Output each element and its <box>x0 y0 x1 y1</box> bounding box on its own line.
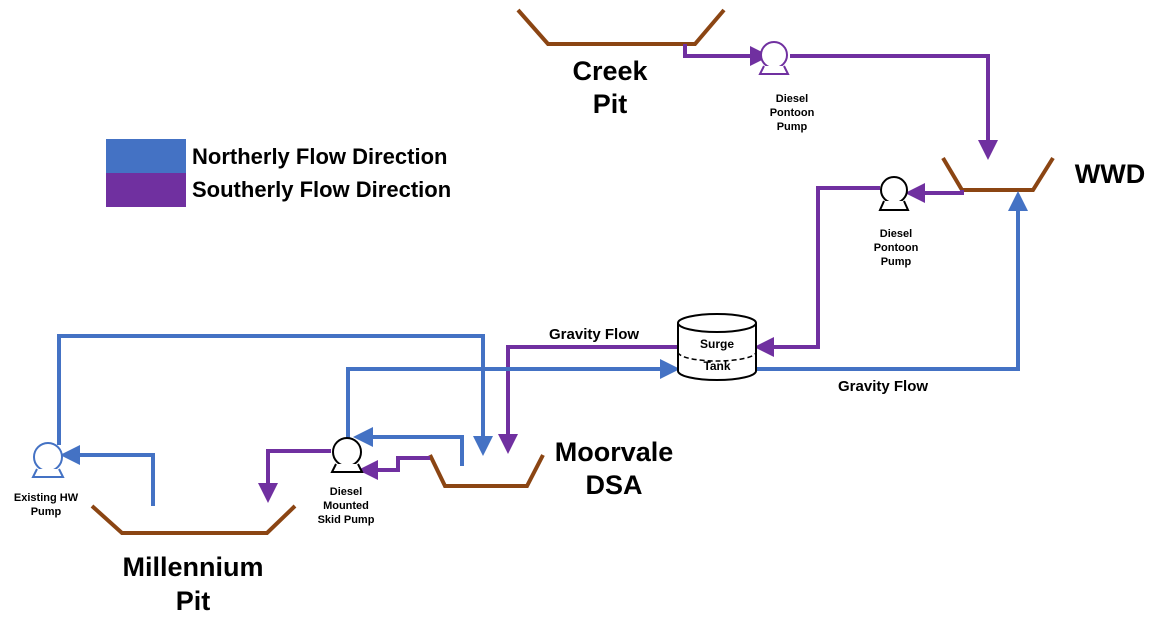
hw-pump-label-line1: Existing HW <box>14 492 79 504</box>
flow-skid-pump-to-tank <box>346 359 680 438</box>
moorvale-dsa-label-line1: Moorvale <box>555 437 674 467</box>
millennium-pit-outline <box>90 504 297 535</box>
creek-pit-label-line1: Creek <box>572 56 648 86</box>
surge-tank-label-line2: Tank <box>703 359 730 373</box>
gravity-flow-label-left: Gravity Flow <box>549 326 639 343</box>
creek-pump-label-line1: Diesel <box>776 93 808 105</box>
hw-pump-label-line2: Pump <box>31 506 62 518</box>
flow-creek-pump-to-wwd <box>790 54 998 160</box>
flow-skid-pump-to-millennium <box>258 449 331 503</box>
legend-label-southerly: Southerly Flow Direction <box>192 177 451 202</box>
flow-wwd-to-pump <box>905 183 964 203</box>
creek-pump-label-line2: Pontoon <box>770 107 815 119</box>
legend: Northerly Flow Direction Southerly Flow … <box>106 139 451 207</box>
millennium-pit-label-line2: Pit <box>176 586 211 616</box>
surge-tank-label-line1: Surge <box>700 337 734 351</box>
wwd-diesel-pontoon-pump-icon <box>878 176 910 211</box>
wwd-pump-label-line1: Diesel <box>880 228 912 240</box>
creek-pit-outline <box>516 8 726 46</box>
flow-tank-to-moorvale <box>498 345 678 454</box>
flow-tank-to-wwd <box>752 191 1028 371</box>
creek-pit-label-line2: Pit <box>593 89 628 119</box>
skid-pump-label-line2: Mounted <box>323 500 369 512</box>
wwd-pump-label-line3: Pump <box>881 256 912 268</box>
moorvale-dsa-pit-outline <box>428 454 545 488</box>
creek-pump-label-line3: Pump <box>777 121 808 133</box>
flow-wwd-pump-to-tank <box>754 186 880 357</box>
creek-diesel-pontoon-pump-icon <box>758 41 790 75</box>
wwd-pump-label-line2: Pontoon <box>874 242 919 254</box>
skid-pump-label-line3: Skid Pump <box>318 514 375 526</box>
surge-tank: Surge Tank <box>677 313 757 381</box>
existing-hw-pump-icon <box>31 442 65 478</box>
gravity-flow-label-right: Gravity Flow <box>838 378 928 395</box>
flow-creek-to-pump <box>683 44 770 66</box>
legend-label-northerly: Northerly Flow Direction <box>192 144 447 169</box>
flow-moorvale-to-skid-pump <box>358 456 430 480</box>
wwd-pit-outline <box>941 156 1055 192</box>
legend-swatch-southerly <box>106 173 186 207</box>
wwd-label: WWD <box>1075 159 1145 189</box>
millennium-pit-label-line1: Millennium <box>123 552 264 582</box>
flow-moorvale-to-skid-pump-blue <box>353 427 464 466</box>
moorvale-dsa-label-line2: DSA <box>585 470 642 500</box>
flow-hw-pump-to-moorvale <box>57 334 493 456</box>
flow-millennium-to-hw-pump <box>60 445 155 506</box>
diesel-mounted-skid-pump-icon <box>330 437 364 473</box>
skid-pump-label-line1: Diesel <box>330 486 362 498</box>
legend-swatch-northerly <box>106 139 186 173</box>
